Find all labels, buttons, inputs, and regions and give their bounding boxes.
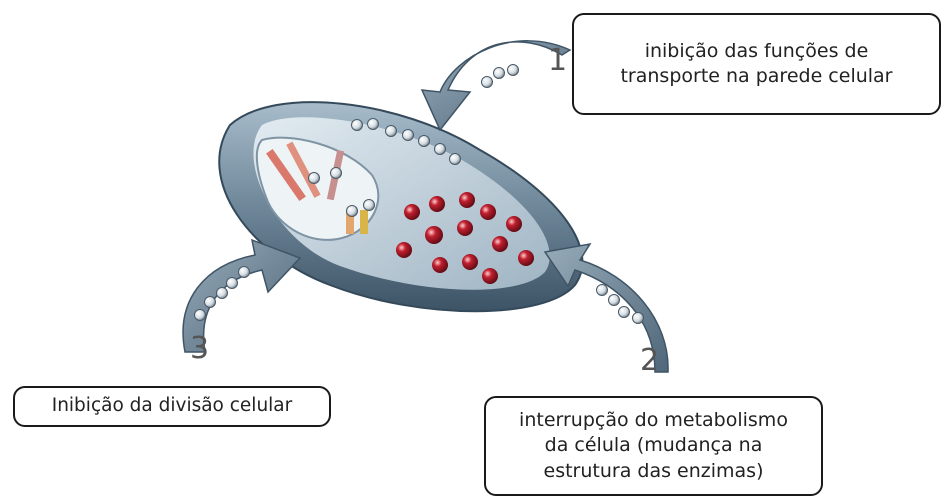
step-number-2: 2: [640, 343, 659, 378]
callout-1-text: inibição das funções de transporte na pa…: [620, 39, 892, 90]
callout-3-text: Inibição da divisão celular: [52, 394, 293, 419]
callout-division-inhibition: Inibição da divisão celular: [13, 386, 331, 427]
callout-transport-inhibition: inibição das funções de transporte na pa…: [572, 13, 941, 115]
callout-metabolism-interruption: interrupção do metabolismo da célula (mu…: [484, 396, 823, 496]
step-number-3: 3: [190, 331, 209, 366]
step-number-1: 1: [548, 43, 567, 78]
callout-2-text: interrupção do metabolismo da célula (mu…: [519, 408, 788, 484]
